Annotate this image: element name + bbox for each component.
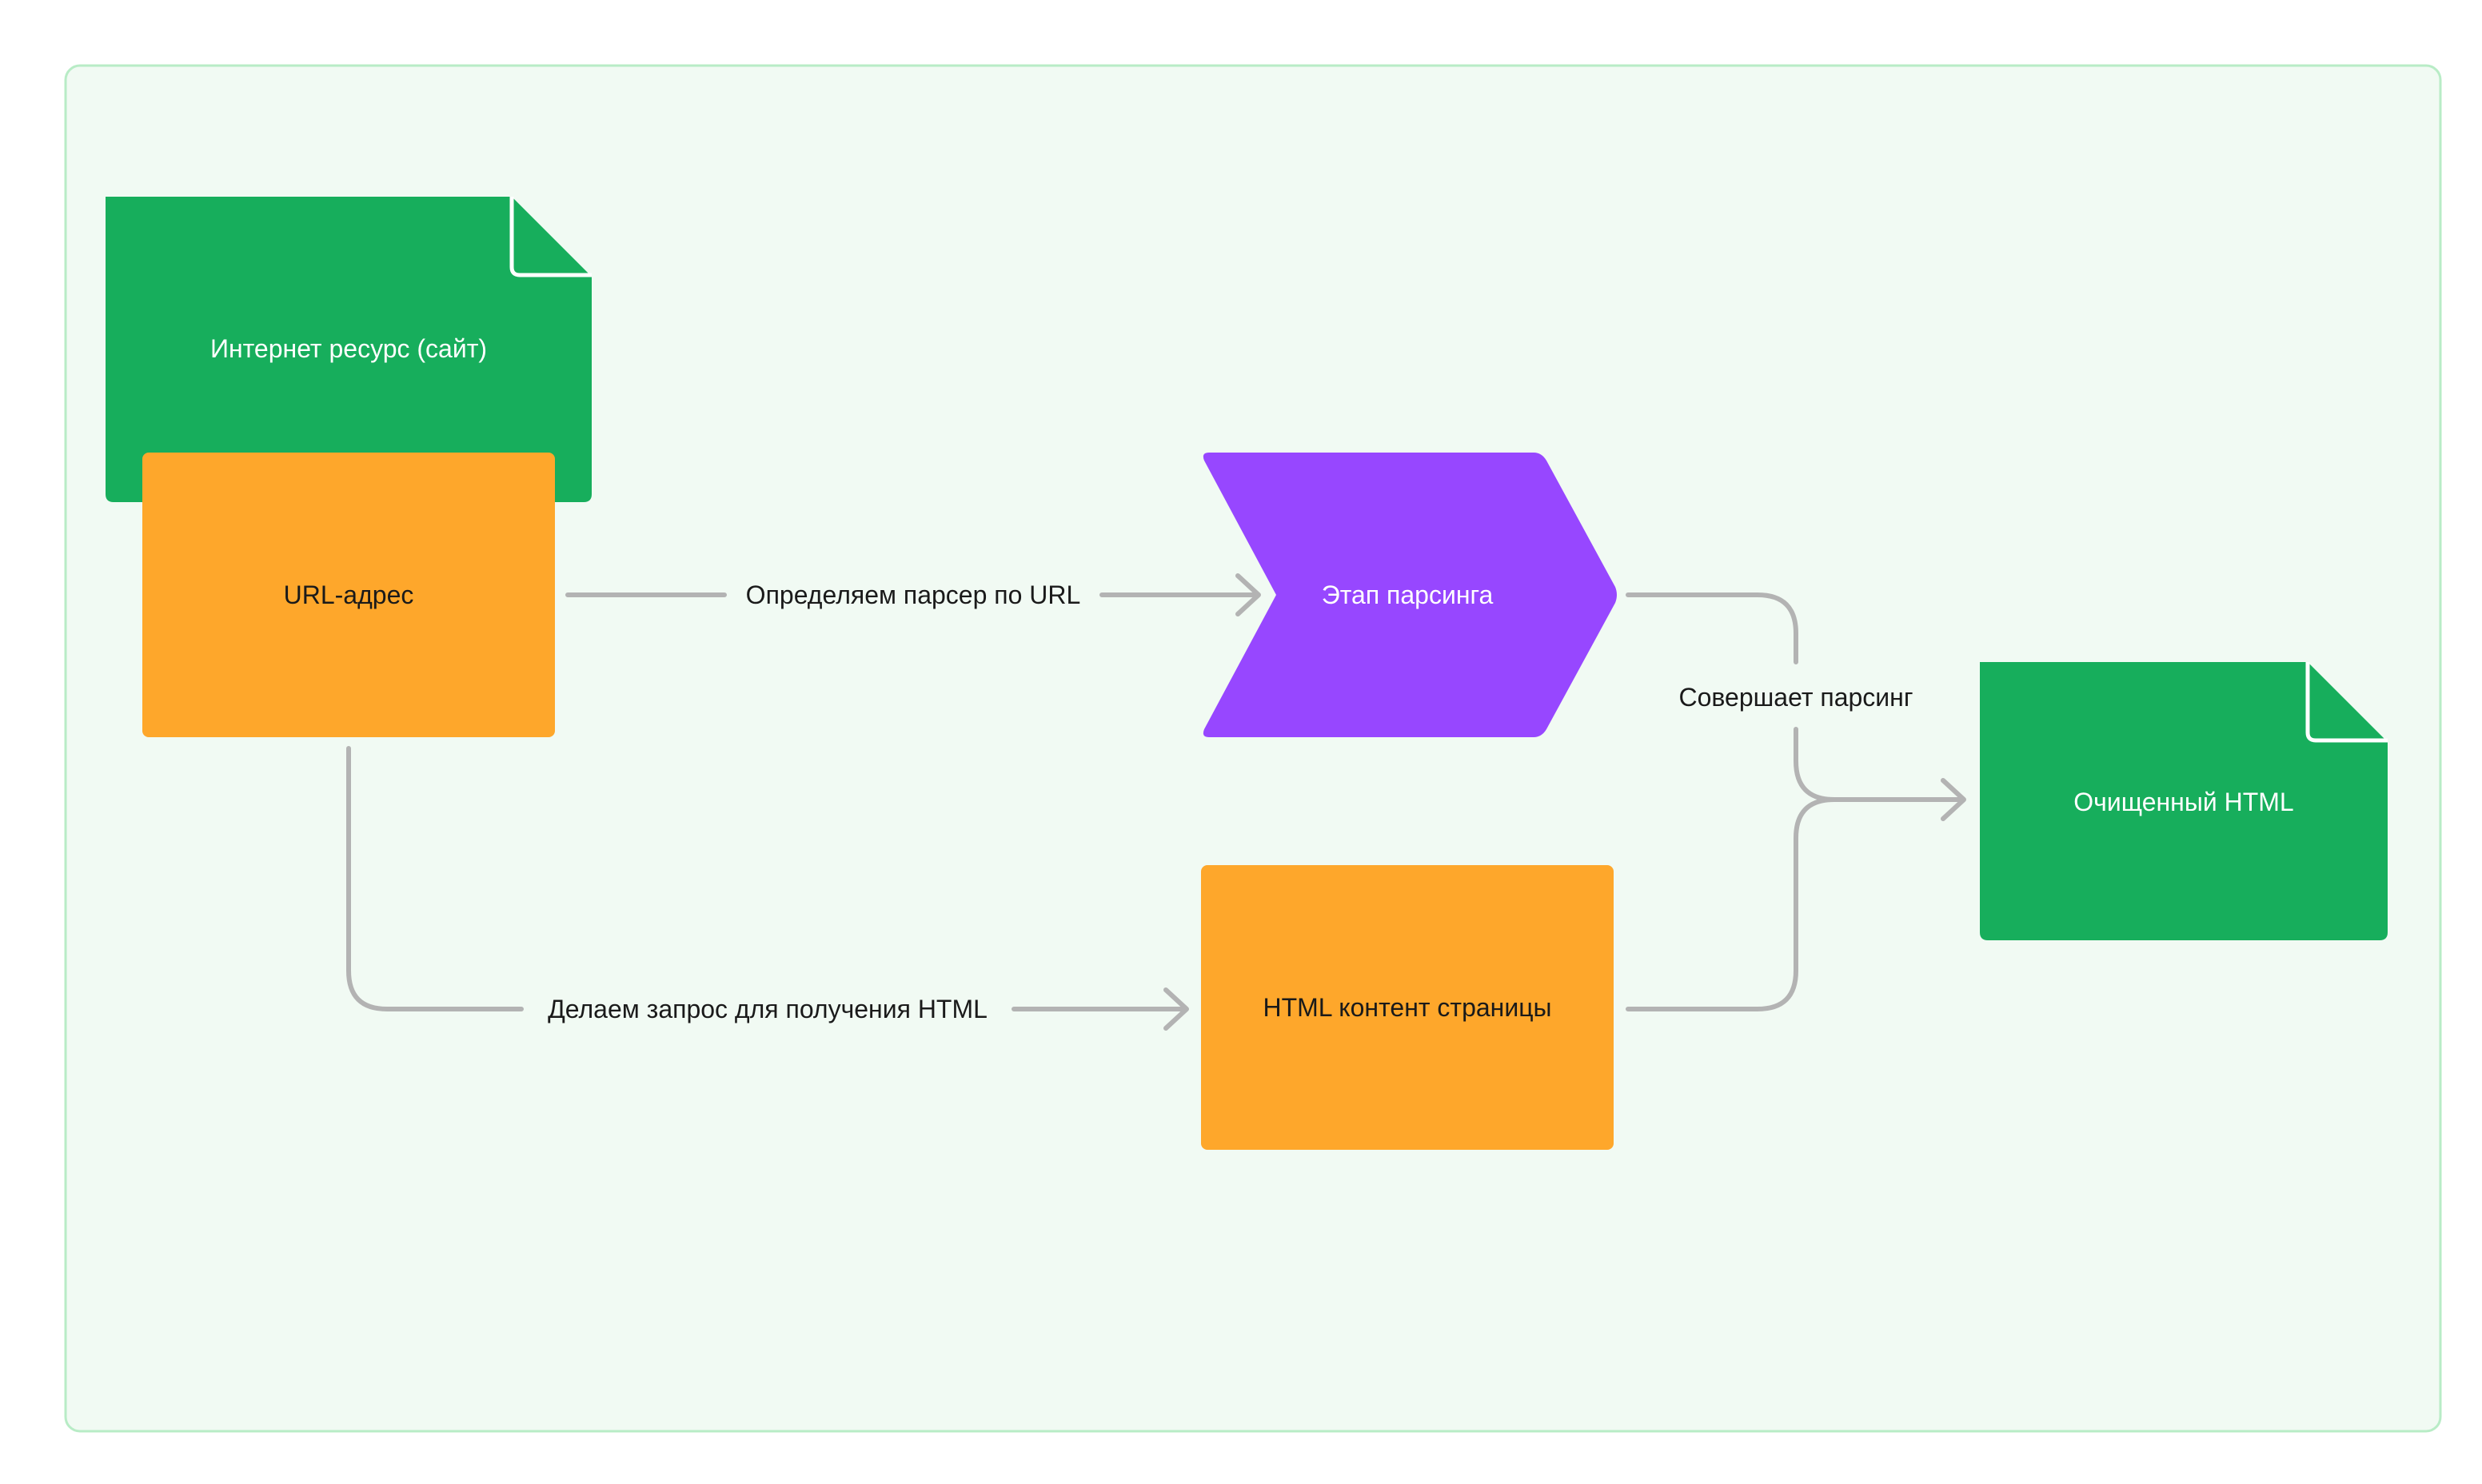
html-page-content-node[interactable]	[1201, 865, 1614, 1150]
arrowhead-icon	[1235, 573, 1261, 616]
internet-resource-node[interactable]	[106, 197, 592, 502]
html-page-content-label: HTML контент страницы	[1263, 993, 1552, 1022]
folded-corner-icon	[509, 197, 592, 277]
url-address-label: URL-адрес	[283, 580, 414, 609]
cleaned-html-node[interactable]	[1980, 662, 2388, 940]
arrowhead-icon	[1163, 987, 1189, 1031]
parsing-stage-label: Этап парсинга	[1321, 580, 1494, 609]
internet-resource-shape	[106, 197, 592, 502]
edge-label-performs-parsing: Совершает парсинг	[1678, 683, 1913, 712]
edge-label-determine-parser: Определяем парсер по URL	[745, 580, 1081, 609]
cleaned-html-shape	[1980, 662, 2388, 940]
edge-label-request-html: Делаем запрос для получения HTML	[548, 995, 988, 1023]
connector-request-html[interactable]	[346, 746, 1187, 1011]
connector-performs-parsing[interactable]	[1626, 592, 1963, 1011]
folded-corner-icon	[2305, 662, 2388, 743]
arrowhead-icon	[1941, 778, 1966, 821]
parsing-stage-node[interactable]	[1203, 453, 1617, 737]
url-address-node[interactable]	[142, 453, 555, 737]
cleaned-html-label: Очищенный HTML	[2073, 788, 2294, 816]
canvas-frame	[64, 64, 2442, 1433]
internet-resource-label: Интернет ресурс (сайт)	[209, 334, 488, 363]
